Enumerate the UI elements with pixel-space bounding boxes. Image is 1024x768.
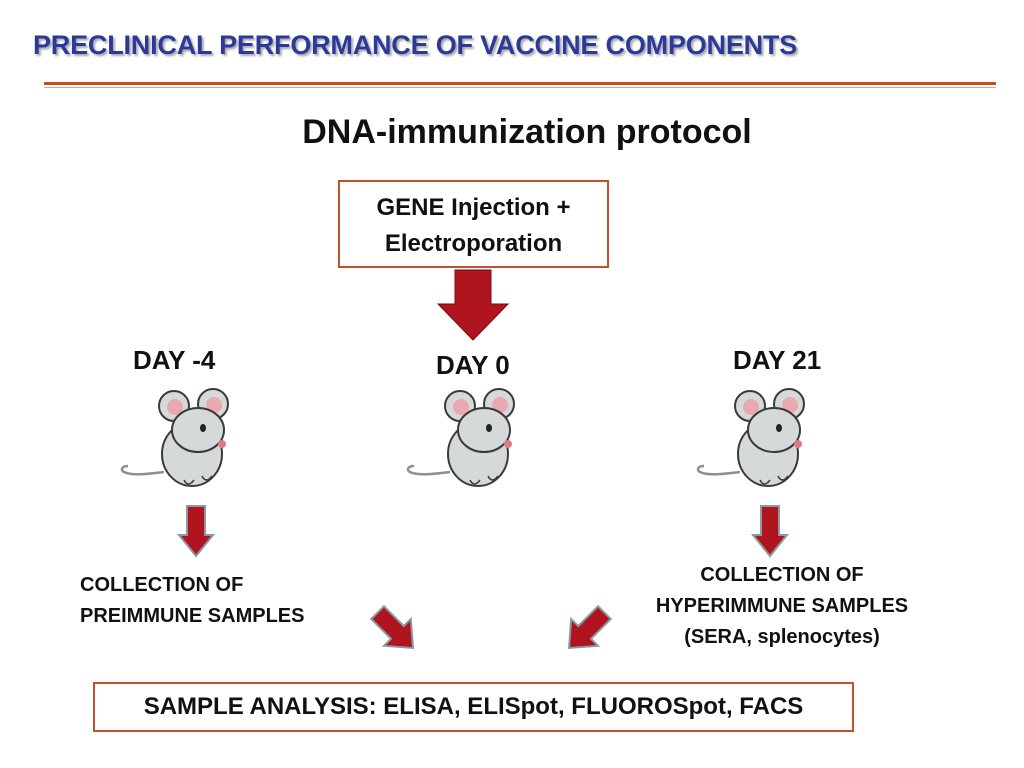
- header-divider-thin: [44, 87, 996, 88]
- down-arrow-icon: [176, 505, 216, 558]
- diagonal-arrow-icon: [369, 604, 415, 650]
- header-divider: [44, 82, 996, 85]
- mouse-icon: [406, 388, 515, 487]
- hyperimmune-line-3: (SERA, splenocytes): [684, 626, 880, 648]
- injection-down-arrow-icon: [436, 269, 510, 341]
- page-title: PRECLINICAL PERFORMANCE OF VACCINE COMPO…: [33, 30, 798, 60]
- day-label-minus-4: DAY -4: [133, 345, 216, 375]
- injection-line-2: Electroporation: [384, 230, 563, 257]
- preimmune-collection-label: COLLECTION OF PREIMMUNE SAMPLES: [80, 570, 370, 632]
- injection-line-1: GENE Injection +: [376, 194, 571, 221]
- preimmune-line-2: PREIMMUNE SAMPLES: [80, 605, 305, 627]
- mouse-icon: [120, 388, 229, 487]
- day-label-0: DAY 0: [436, 350, 510, 380]
- hyperimmune-line-2: HYPERIMMUNE SAMPLES: [655, 595, 909, 617]
- mouse-icon: [696, 388, 805, 487]
- analysis-label: SAMPLE ANALYSIS: ELISA, ELISpot, FLUOROS…: [143, 693, 804, 720]
- diagonal-arrow-icon: [567, 604, 613, 650]
- day-label-21: DAY 21: [733, 345, 822, 375]
- analysis-box: SAMPLE ANALYSIS: ELISA, ELISpot, FLUOROS…: [93, 682, 854, 732]
- preimmune-line-1: COLLECTION OF: [80, 574, 244, 596]
- hyperimmune-collection-label: COLLECTION OF HYPERIMMUNE SAMPLES (SERA,…: [612, 560, 952, 653]
- down-arrow-icon: [750, 505, 790, 558]
- protocol-title: DNA-immunization protocol: [302, 113, 752, 151]
- injection-box: GENE Injection + Electroporation: [338, 180, 609, 268]
- hyperimmune-line-1: COLLECTION OF: [700, 564, 864, 586]
